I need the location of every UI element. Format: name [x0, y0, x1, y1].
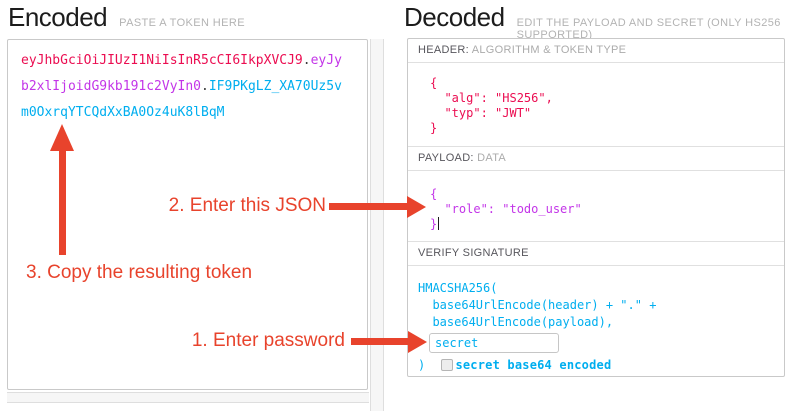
step1-arrow-shaft	[351, 338, 408, 345]
payload-label-rest: DATA	[473, 152, 507, 164]
signature-code-line-1: HMACSHA256(	[418, 281, 498, 295]
secret-base64-label: secret base64 encoded	[455, 358, 612, 372]
text-cursor	[438, 217, 440, 230]
verify-signature-label: VERIFY SIGNATURE	[408, 242, 784, 266]
vertical-scrollbar[interactable]	[370, 39, 384, 411]
encoded-token-text[interactable]: eyJhbGciOiJIUzI1NiIsInR5cCI6IkpXVCJ9.eyJ…	[21, 48, 347, 126]
payload-json-close: }	[430, 217, 438, 231]
header-json-text: { "alg": "HS256", "typ": "JWT" }	[430, 76, 553, 135]
payload-json-open: {	[430, 187, 438, 201]
payload-json-line: "role": "todo_user"	[430, 202, 582, 216]
up-arrow-shaft	[59, 149, 66, 255]
right-arrow-icon	[407, 196, 426, 218]
verify-signature-block: HMACSHA256( base64UrlEncode(header) + ".…	[408, 266, 784, 376]
annotation-step3-label: 3. Copy the resulting token	[26, 262, 253, 283]
encoded-title: Encoded	[8, 2, 108, 32]
verify-signature-label-text: VERIFY SIGNATURE	[418, 247, 529, 259]
secret-input[interactable]	[429, 333, 559, 353]
signature-code-line-3: base64UrlEncode(payload),	[418, 315, 614, 329]
payload-label-strong: PAYLOAD:	[418, 152, 474, 164]
decoded-panel-header: Decoded EDIT THE PAYLOAD AND SECRET (ONL…	[404, 2, 793, 41]
token-separator-dot: .	[302, 53, 311, 68]
token-payload-segment: eyJyb2xlIjoidG9kb191c2VyIn0	[21, 53, 342, 94]
header-section-label: HEADER: ALGORITHM & TOKEN TYPE	[408, 39, 784, 63]
header-json-editor[interactable]: { "alg": "HS256", "typ": "JWT" }	[408, 63, 784, 147]
decoded-panel: HEADER: ALGORITHM & TOKEN TYPE { "alg": …	[407, 38, 785, 377]
secret-base64-checkbox[interactable]	[441, 359, 454, 371]
encoded-panel-header: Encoded PASTE A TOKEN HERE	[8, 2, 245, 33]
token-header-segment: eyJhbGciOiJIUzI1NiIsInR5cCI6IkpXVCJ9	[21, 53, 303, 68]
payload-section-label: PAYLOAD: DATA	[408, 147, 784, 171]
annotation-step2-label: 2. Enter this JSON	[168, 195, 326, 216]
token-signature-segment: IF9PKgLZ_XA70Uz5vm0OxrqYTCQdXxBA0Oz4uK8l…	[21, 79, 342, 120]
token-separator-dot: .	[201, 79, 209, 94]
step2-arrow-shaft	[329, 203, 408, 210]
right-arrow-icon	[408, 331, 427, 353]
signature-close-paren: )	[418, 358, 433, 372]
up-arrow-icon	[50, 124, 74, 151]
payload-json-editor[interactable]: { "role": "todo_user"}	[408, 171, 784, 242]
header-label-strong: HEADER:	[418, 44, 469, 56]
encoded-token-editor[interactable]: eyJhbGciOiJIUzI1NiIsInR5cCI6IkpXVCJ9.eyJ…	[7, 39, 368, 390]
horizontal-scrollbar[interactable]	[7, 392, 369, 403]
secret-base64-row: ) secret base64 encoded	[418, 358, 774, 372]
header-label-rest: ALGORITHM & TOKEN TYPE	[469, 44, 627, 56]
signature-code-line-2: base64UrlEncode(header) + "." +	[418, 298, 657, 312]
encoded-subtitle: PASTE A TOKEN HERE	[119, 17, 245, 29]
decoded-title: Decoded	[404, 2, 505, 32]
annotation-step1-label: 1. Enter password	[191, 330, 345, 351]
